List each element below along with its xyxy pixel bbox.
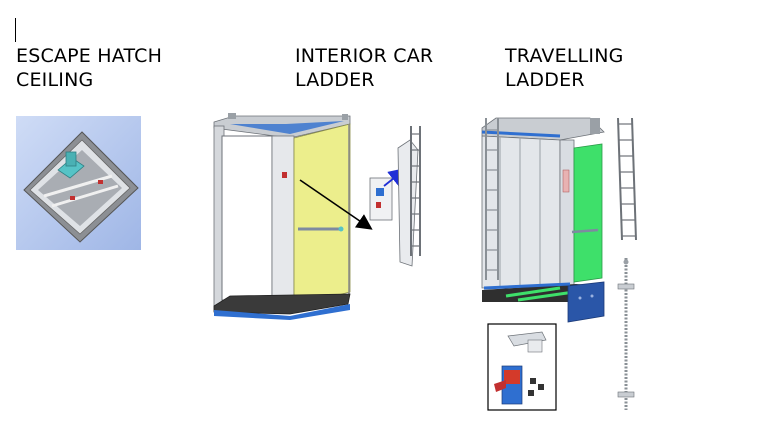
lock-detail-inset bbox=[487, 323, 557, 411]
guide-rail bbox=[617, 258, 635, 410]
travelling-ladder-heading: TRAVELLING LADDER bbox=[505, 45, 624, 91]
escape-hatch-ceiling-image bbox=[16, 116, 141, 250]
travelling-ladder bbox=[617, 117, 637, 241]
travelling-car-assembly bbox=[481, 117, 605, 323]
install-arrow bbox=[299, 179, 373, 230]
text-cursor bbox=[15, 18, 16, 42]
interior-car-ladder-heading: INTERIOR CAR LADDER bbox=[295, 45, 434, 91]
escape-hatch-ceiling-heading: ESCAPE HATCH CEILING bbox=[16, 45, 163, 91]
ladder-storage-panel bbox=[369, 177, 393, 221]
interior-car-assembly bbox=[213, 113, 351, 320]
interior-ladder bbox=[397, 126, 421, 267]
